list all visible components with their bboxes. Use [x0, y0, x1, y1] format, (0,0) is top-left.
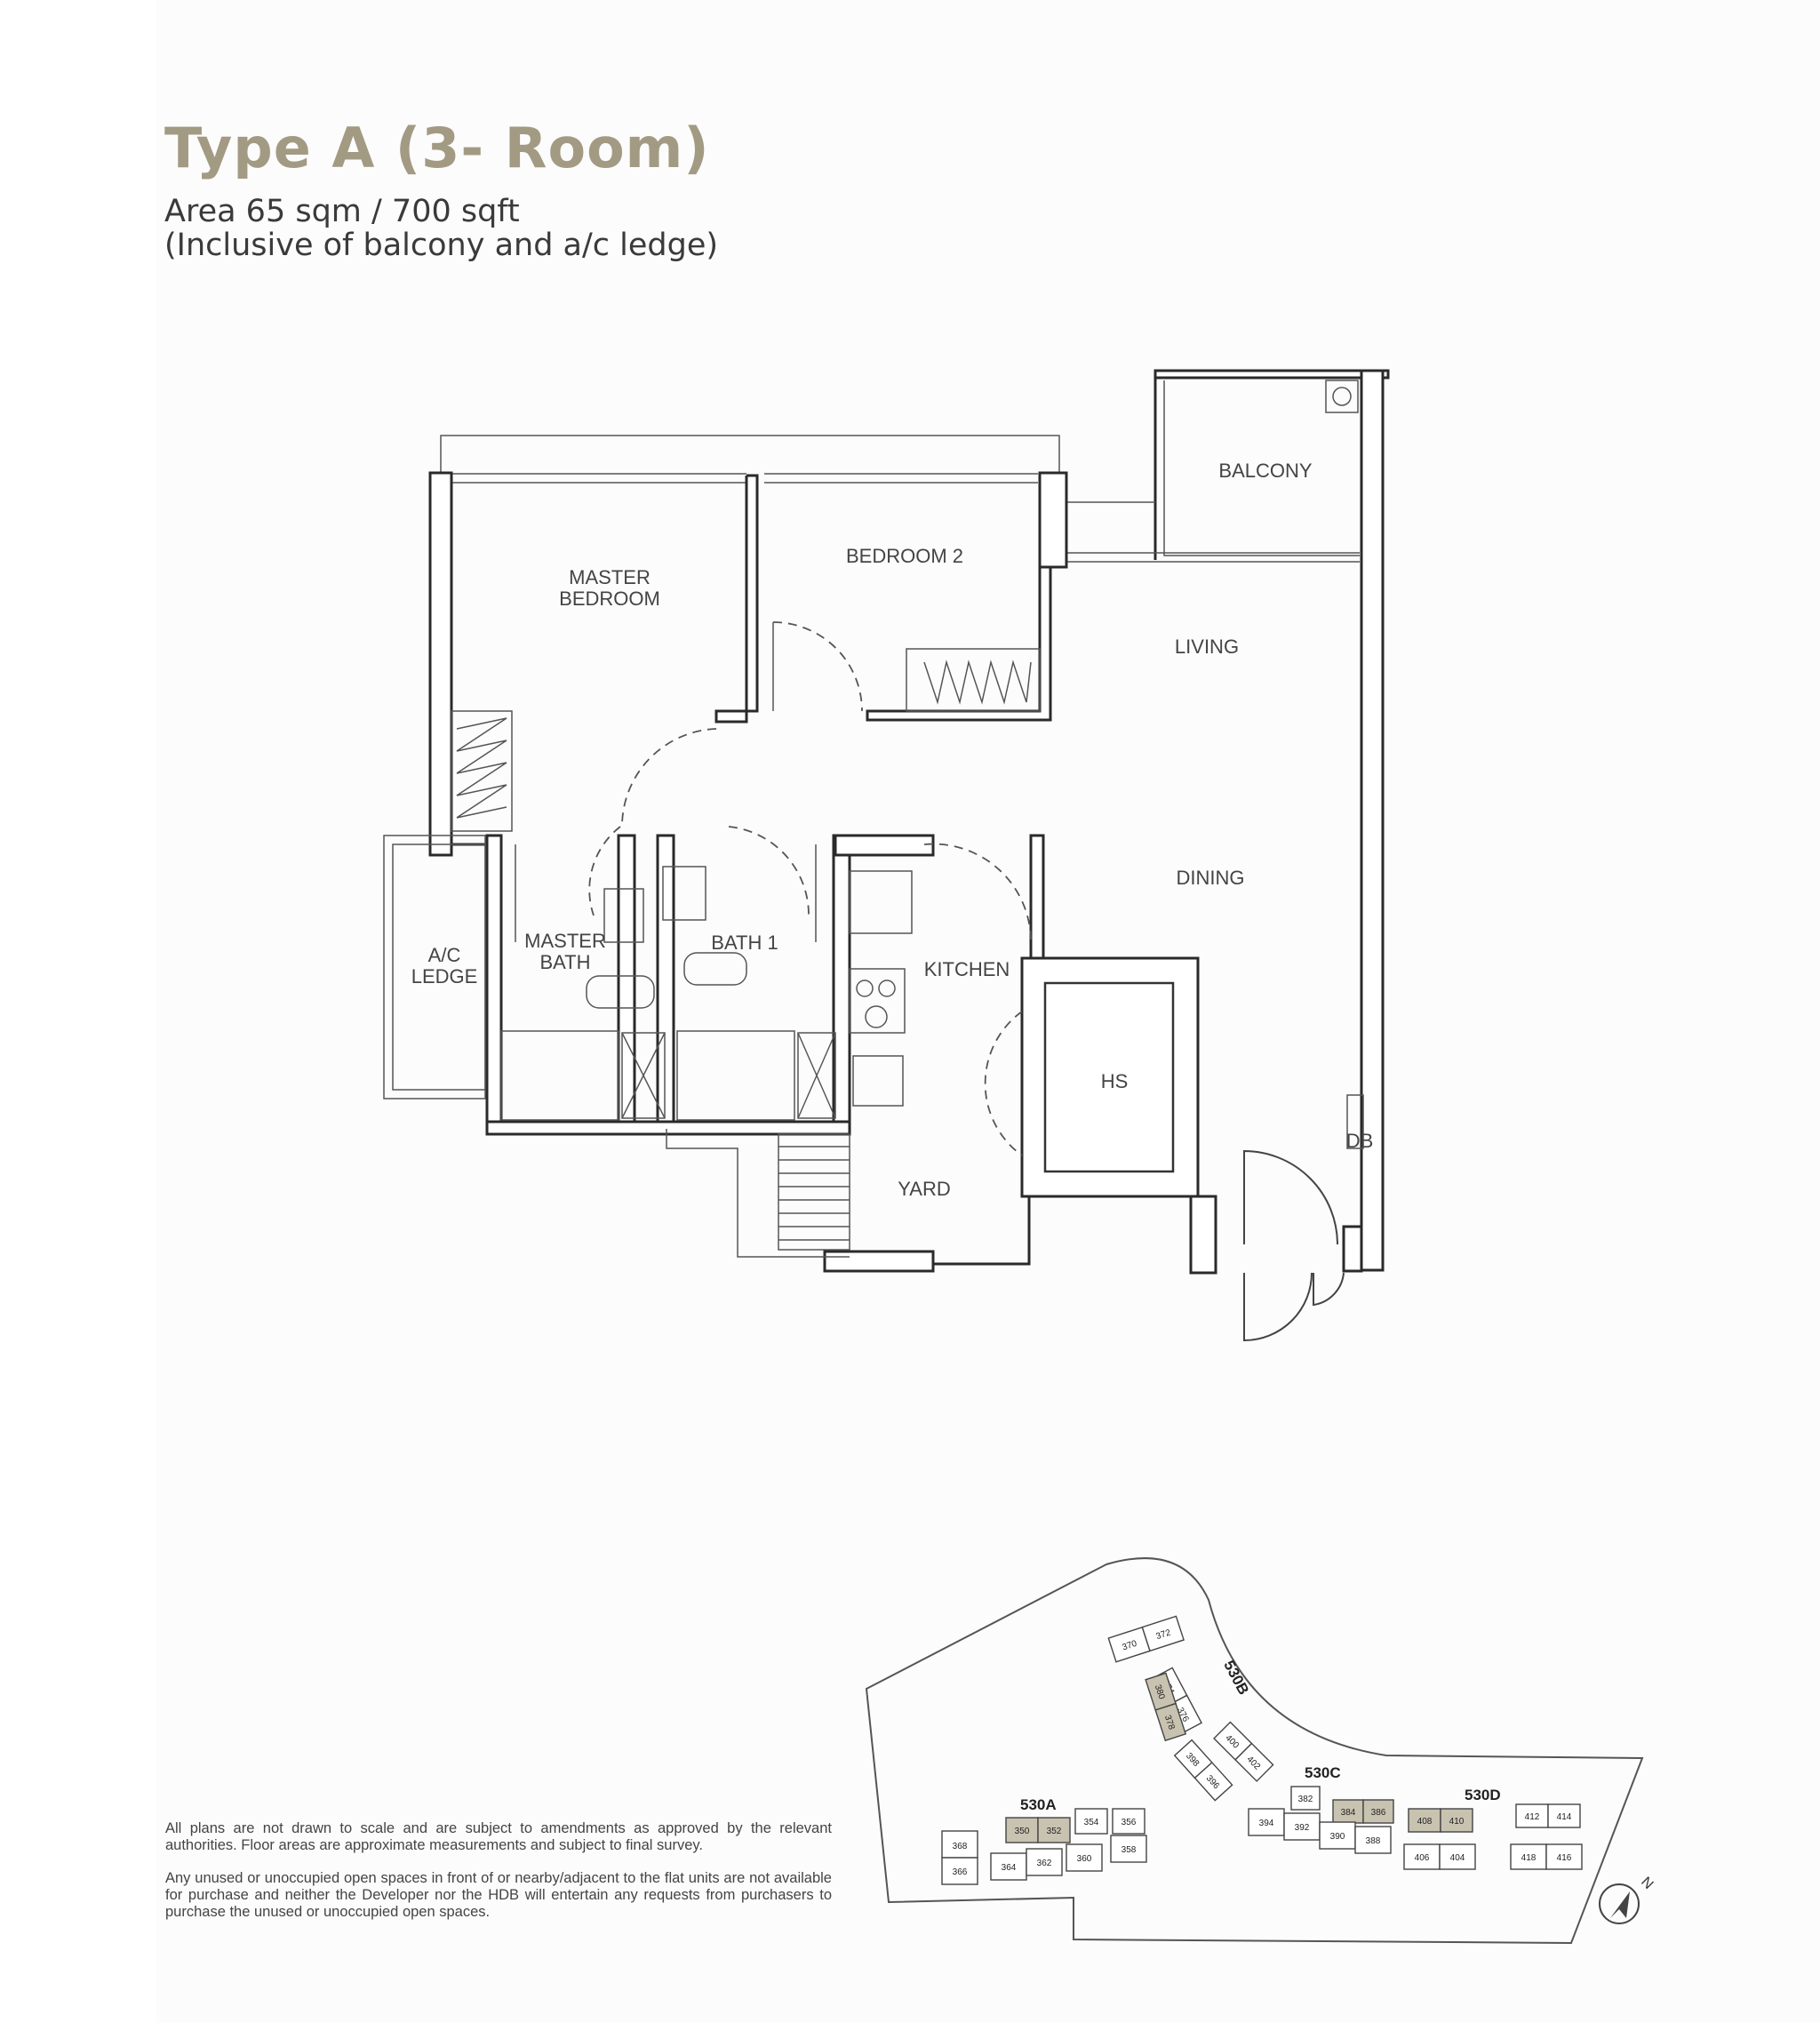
unit-358: 358 — [1122, 1845, 1137, 1855]
unit-390: 390 — [1330, 1832, 1345, 1842]
label-hs: HS — [1101, 1070, 1129, 1092]
unit-type-title: Type A (3- Room) — [164, 116, 710, 180]
unit-378: 378 — [1162, 1714, 1177, 1731]
entrance-wall — [1189, 1195, 1217, 1275]
fridge — [849, 870, 913, 934]
label-master-bedroom-1: MASTER — [569, 566, 651, 588]
north-label: N — [1638, 1875, 1656, 1892]
master-wardrobe — [451, 710, 513, 832]
unit-360: 360 — [1077, 1854, 1092, 1864]
master-bedroom-door-swing — [621, 728, 717, 826]
bath-bottom-wall — [485, 1120, 851, 1136]
unit-416: 416 — [1557, 1853, 1572, 1863]
shower-cross-2 — [797, 1032, 836, 1119]
shower-cross-1 — [621, 1032, 666, 1119]
unit-386: 386 — [1371, 1808, 1386, 1818]
db-cabinet — [1346, 1094, 1364, 1149]
master-bath-basin — [603, 888, 644, 943]
bedroom2-wardrobe — [906, 648, 1041, 712]
master-bath-wc — [586, 975, 655, 1009]
unit-418: 418 — [1521, 1853, 1537, 1863]
unit-368: 368 — [953, 1842, 968, 1851]
sheet-background — [156, 0, 1820, 2023]
unit-404: 404 — [1450, 1853, 1465, 1863]
kitchen-sink — [852, 1055, 904, 1107]
label-master-bedroom-2: BEDROOM — [559, 588, 660, 610]
unit-410: 410 — [1449, 1817, 1465, 1827]
block-530c: 530C — [1305, 1764, 1341, 1781]
unit-352: 352 — [1047, 1827, 1062, 1836]
unit-408: 408 — [1417, 1817, 1433, 1827]
unit-366: 366 — [953, 1867, 968, 1877]
bath-left-wall — [485, 834, 503, 1131]
unit-354: 354 — [1084, 1818, 1099, 1827]
master-bedroom-wall-left — [428, 471, 453, 857]
unit-406: 406 — [1415, 1853, 1430, 1863]
unit-412: 412 — [1525, 1812, 1540, 1822]
unit-370: 370 — [1121, 1639, 1138, 1653]
label-dining: DINING — [1177, 867, 1245, 889]
label-ac-ledge-2: LEDGE — [411, 965, 478, 988]
unit-364: 364 — [1002, 1863, 1017, 1873]
north-arrow-icon — [1599, 1883, 1640, 1924]
label-master-bath-1: MASTER — [524, 930, 606, 952]
floor-plan: MASTER BEDROOM BEDROOM 2 BALCONY LIVING … — [383, 369, 1390, 1342]
household-shelter — [1020, 956, 1200, 1198]
block-530d: 530D — [1465, 1787, 1501, 1803]
main-door[interactable] — [1243, 1149, 1338, 1245]
label-bedroom-2: BEDROOM 2 — [846, 545, 963, 567]
label-db: DB — [1346, 1130, 1374, 1152]
unit-380: 380 — [1153, 1683, 1167, 1701]
kitchen-top-wall — [834, 834, 935, 857]
yard-rack — [778, 1133, 850, 1251]
label-bath-1: BATH 1 — [711, 932, 778, 954]
unit-382: 382 — [1298, 1795, 1313, 1804]
unit-356: 356 — [1122, 1818, 1137, 1827]
unit-362: 362 — [1037, 1859, 1052, 1868]
unit-388: 388 — [1366, 1836, 1381, 1846]
bedroom2-right-wall — [1038, 471, 1068, 569]
disclaimer-open-spaces: Any unused or unoccupied open spaces in … — [165, 1870, 832, 1920]
site-plan: 370 372 374 376 380 378 398 396 400 402 … — [865, 1557, 1656, 1945]
floor-trap — [1325, 380, 1359, 413]
unit-384: 384 — [1341, 1808, 1356, 1818]
label-ac-ledge-1: A/C — [428, 944, 461, 966]
label-balcony: BALCONY — [1218, 460, 1312, 482]
label-yard: YARD — [898, 1178, 951, 1200]
yard-bottom-wall — [823, 1250, 935, 1273]
unit-350: 350 — [1015, 1827, 1030, 1836]
bedroom2-door-swing — [772, 621, 863, 712]
bath1-wc — [683, 952, 747, 986]
planter-outline — [440, 435, 1060, 476]
unit-372: 372 — [1155, 1627, 1173, 1642]
disclaimer-scale: All plans are not drawn to scale and are… — [165, 1820, 832, 1853]
right-exterior-wall — [1360, 369, 1385, 1272]
balcony-top-wall — [1153, 369, 1390, 380]
area-note: (Inclusive of balcony and a/c ledge) — [164, 228, 719, 263]
label-kitchen: KITCHEN — [924, 958, 1010, 980]
site-boundary — [865, 1557, 1644, 1945]
unit-392: 392 — [1295, 1823, 1310, 1833]
unit-414: 414 — [1557, 1812, 1572, 1822]
block-530a: 530A — [1020, 1796, 1057, 1813]
unit-394: 394 — [1259, 1819, 1274, 1828]
block-530b: 530B — [1220, 1658, 1252, 1698]
bath1-basin — [662, 866, 706, 921]
area-text: Area 65 sqm / 700 sqft — [164, 194, 520, 229]
stove — [849, 968, 906, 1034]
label-master-bath-2: BATH — [539, 951, 590, 973]
label-living: LIVING — [1175, 636, 1239, 658]
